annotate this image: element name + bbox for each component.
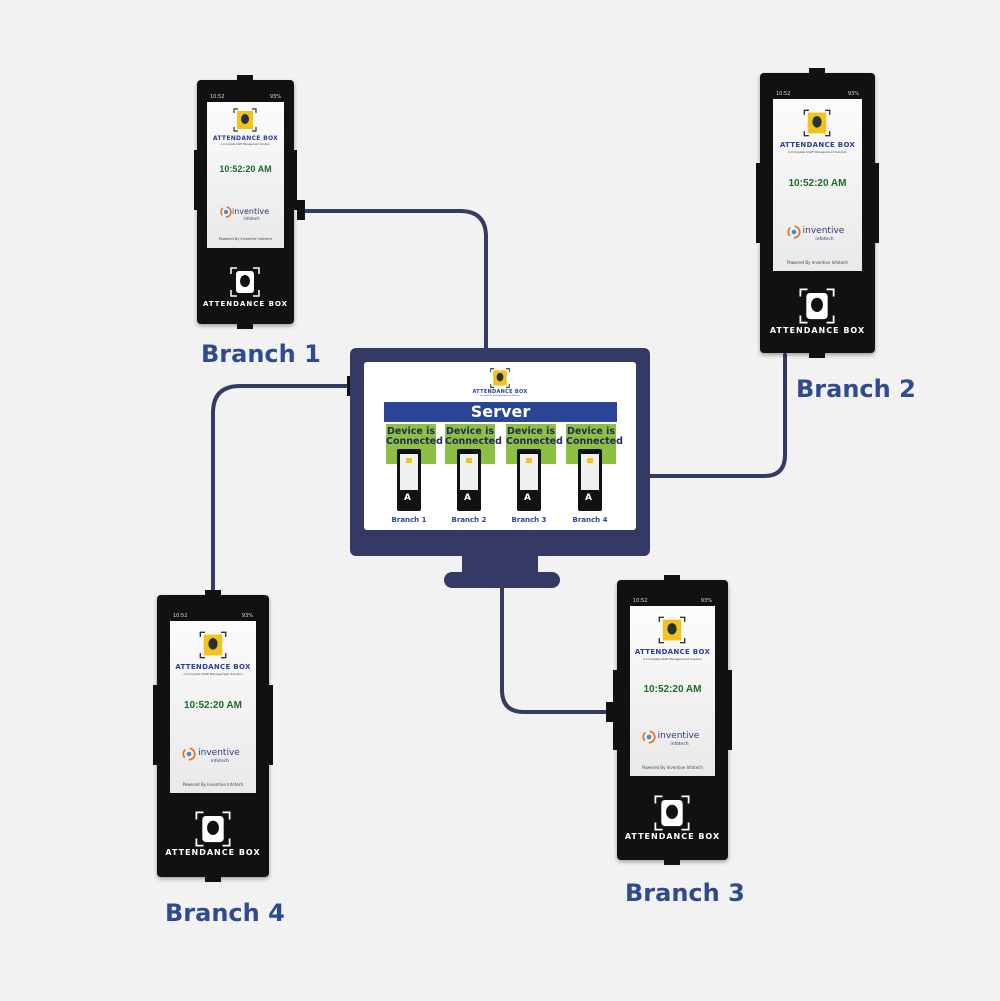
brand-subtitle: infotech: [243, 216, 260, 221]
attendance-box-logo-icon: [233, 108, 257, 132]
branch-3-label: Branch 3: [625, 879, 745, 907]
mini-device-3: A: [517, 449, 541, 511]
powered-by: Powered By Inventive Infotech: [218, 237, 273, 241]
connection-card-2: Device is Connected: [445, 424, 502, 464]
attendance-box-emblem-icon: [654, 795, 690, 831]
clock-time: 10:52:20 AM: [219, 164, 272, 174]
attendance-box-emblem-icon: [230, 267, 260, 297]
powered-by: Powered By Inventive Infotech: [642, 765, 703, 770]
brand-subtitle: infotech: [670, 742, 689, 747]
device-brand-label: ATTENDANCE BOX: [624, 832, 721, 841]
wire-branch-4: [211, 384, 352, 594]
branch-1-label: Branch 1: [201, 340, 321, 368]
server-logo-subtitle: A Complete Staff Management Solution: [480, 395, 520, 397]
mini-device-4: A: [578, 449, 602, 511]
mini-device-1-label: Branch 1: [391, 516, 427, 524]
inventive-logo-icon: [787, 225, 801, 239]
mini-device-2-label: Branch 2: [451, 516, 487, 524]
mini-device-4-label: Branch 4: [572, 516, 608, 524]
brand-name: inventive: [198, 748, 240, 758]
branch-4-label: Branch 4: [165, 899, 285, 927]
brand-name: inventive: [657, 731, 700, 741]
clock-time: 10:52:20 AM: [788, 178, 847, 189]
device-brand-label: ATTENDANCE BOX: [165, 848, 261, 857]
device-brand-label: ATTENDANCE BOX: [202, 300, 289, 308]
mini-device-1: A: [397, 449, 421, 511]
attendance-box-logo-icon: [490, 368, 510, 388]
attendance-box-logo-icon: [658, 616, 686, 644]
logo-subtitle: A Complete Staff Management Solution: [183, 672, 243, 676]
brand-name: inventive: [231, 207, 270, 216]
brand-subtitle: infotech: [815, 237, 834, 242]
device-brand-label: ATTENDANCE BOX: [769, 326, 866, 335]
logo-text: ATTENDANCE BOX: [175, 663, 251, 671]
logo-subtitle: A Complete Staff Management Solution: [787, 150, 848, 154]
brand-name: inventive: [802, 226, 845, 236]
server-screen: ATTENDANCE BOX A Complete Staff Manageme…: [364, 362, 636, 530]
attendance-box-emblem-icon: [195, 811, 231, 847]
powered-by: Powered By Inventive Infotech: [182, 782, 244, 787]
logo-text: ATTENDANCE BOX: [634, 648, 711, 656]
inventive-logo-icon: [182, 747, 196, 761]
logo-text: ATTENDANCE BOX: [212, 135, 279, 142]
attendance-box-logo-icon: [199, 631, 227, 659]
mini-device-2: A: [457, 449, 481, 511]
server-title: Server: [384, 402, 617, 422]
attendance-box-logo-icon: [803, 109, 831, 137]
clock-time: 10:52:20 AM: [184, 700, 242, 711]
attendance-box-emblem-icon: [799, 288, 835, 324]
powered-by: Powered By Inventive Infotech: [787, 260, 848, 265]
server-logo-text: ATTENDANCE BOX: [472, 389, 528, 395]
mini-device-3-label: Branch 3: [511, 516, 547, 524]
logo-subtitle: A Complete Staff Management Solution: [220, 143, 271, 146]
brand-subtitle: infotech: [210, 759, 230, 764]
inventive-logo-icon: [220, 206, 232, 218]
wire-branch-2: [648, 353, 787, 478]
wire-branch-1: [302, 209, 488, 352]
clock-time: 10:52:20 AM: [643, 684, 702, 695]
branch-2-label: Branch 2: [796, 375, 916, 403]
wire-branch-3: [500, 586, 614, 714]
server-monitor: ATTENDANCE BOX A Complete Staff Manageme…: [350, 348, 650, 556]
monitor-stand-neck: [462, 556, 538, 574]
logo-subtitle: A Complete Staff Management Solution: [642, 657, 703, 661]
monitor-stand-base: [444, 572, 560, 588]
inventive-logo-icon: [642, 730, 656, 744]
logo-text: ATTENDANCE BOX: [779, 141, 856, 149]
